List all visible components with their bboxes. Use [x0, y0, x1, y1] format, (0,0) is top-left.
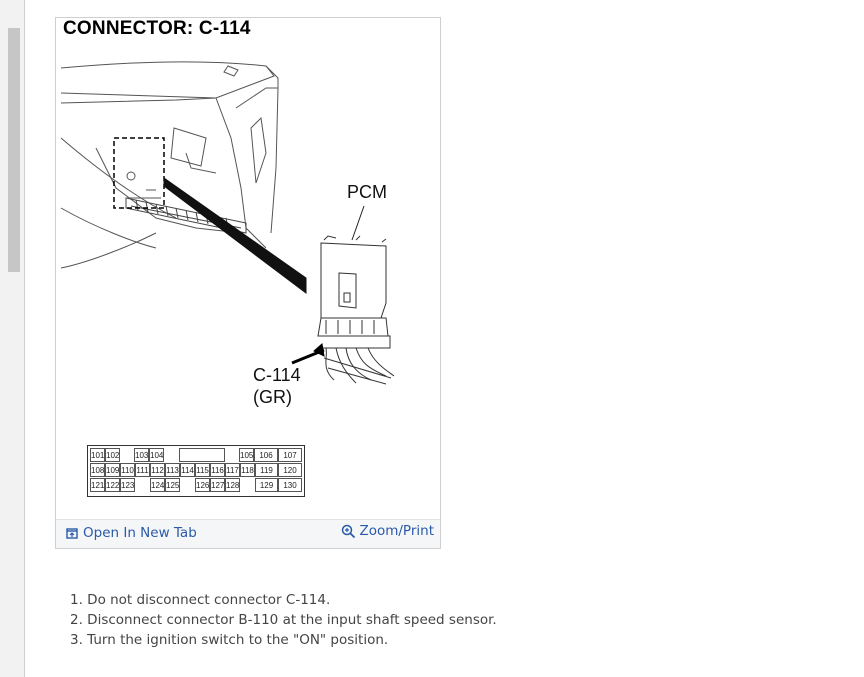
zoom-print-link[interactable]: Zoom/Print [341, 523, 434, 539]
pin: 121 [90, 478, 105, 492]
pin: 123 [120, 478, 135, 492]
connector-color-label: (GR) [253, 387, 292, 407]
pin: 112 [150, 463, 165, 477]
pin: 124 [150, 478, 165, 492]
page-scrollbar-thumb[interactable] [8, 28, 20, 272]
pin: 116 [210, 463, 225, 477]
pin: 125 [165, 478, 180, 492]
open-in-new-tab-link[interactable]: Open In New Tab [66, 525, 197, 541]
pin: 114 [180, 463, 195, 477]
pin: 120 [278, 463, 302, 477]
pin: 118 [240, 463, 255, 477]
pin-blank [179, 448, 225, 462]
pin-grid: 101 102 103 104 105 106 107 108 109 110 … [87, 445, 305, 497]
pin: 119 [255, 463, 278, 477]
procedure-step: 1. Do not disconnect connector C-114. [70, 592, 331, 608]
procedure-steps: 1. Do not disconnect connector C-114. 2.… [70, 590, 497, 650]
open-new-tab-icon [66, 528, 78, 539]
pin: 103 [134, 448, 149, 462]
pin: 128 [225, 478, 240, 492]
pin: 115 [195, 463, 210, 477]
pin: 129 [255, 478, 278, 492]
pin: 109 [105, 463, 120, 477]
pin: 127 [210, 478, 225, 492]
connector-illustration [60, 61, 395, 385]
zoom-print-label: Zoom/Print [359, 523, 434, 539]
figure-toolbar: Open In New Tab Zoom/Print [56, 519, 440, 548]
pin: 104 [149, 448, 164, 462]
zoom-magnifier-icon [342, 524, 356, 538]
pin: 107 [278, 448, 302, 462]
pin: 106 [254, 448, 278, 462]
connector-figure: CONNECTOR: C-114 [55, 17, 441, 549]
pin: 111 [135, 463, 150, 477]
pin: 126 [195, 478, 210, 492]
pin: 117 [225, 463, 240, 477]
pin: 101 [90, 448, 105, 462]
connector-label: C-114 [253, 365, 301, 385]
pin: 105 [239, 448, 254, 462]
procedure-step: 2. Disconnect connector B-110 at the inp… [70, 612, 497, 628]
page-scrollbar-track[interactable] [0, 0, 25, 677]
open-in-new-tab-label: Open In New Tab [83, 525, 197, 541]
pin: 130 [278, 478, 302, 492]
procedure-step: 3. Turn the ignition switch to the "ON" … [70, 632, 389, 648]
pcm-label: PCM [347, 182, 387, 202]
pin: 122 [105, 478, 120, 492]
pin: 110 [120, 463, 135, 477]
pin: 102 [105, 448, 120, 462]
pin: 108 [90, 463, 105, 477]
figure-title: CONNECTOR: C-114 [63, 18, 251, 39]
pin: 113 [165, 463, 180, 477]
